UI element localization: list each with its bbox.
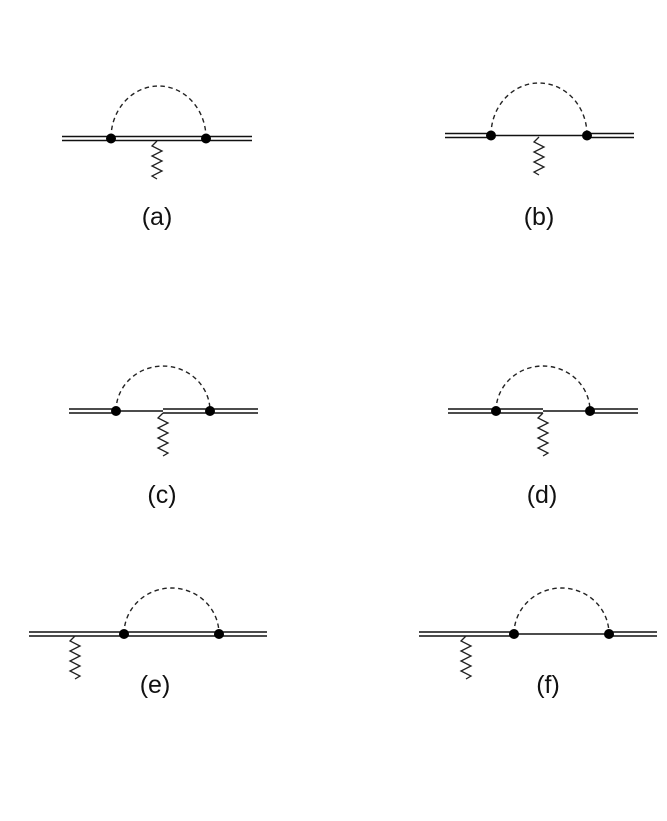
phonon-arc — [490, 82, 588, 136]
vertex-dot — [491, 406, 501, 416]
photon-wavy-line — [156, 412, 170, 457]
vertex-dot — [205, 406, 215, 416]
vertex-dot — [111, 406, 121, 416]
photon-wavy-line — [532, 136, 546, 176]
diagram-c: (c) — [69, 365, 258, 509]
vertex-dot — [604, 629, 614, 639]
vertex-dot — [106, 133, 116, 144]
diagram-label: (b) — [524, 203, 555, 231]
diagram-label: (e) — [140, 671, 171, 699]
phonon-arc — [495, 365, 591, 412]
diagram-b: (b) — [445, 82, 634, 231]
vertex-dot — [201, 133, 211, 144]
phonon-arc — [110, 85, 207, 139]
vertex-dot — [119, 629, 129, 639]
vertex-dot — [509, 629, 519, 639]
photon-wavy-line — [536, 412, 550, 457]
diagram-label: (c) — [147, 481, 176, 509]
diagram-e: (e) — [29, 587, 267, 699]
diagram-d: (d) — [448, 365, 638, 509]
diagram-label: (f) — [536, 671, 560, 699]
vertex-dot — [582, 130, 592, 141]
vertex-dot — [214, 629, 224, 639]
vertex-dot — [585, 406, 595, 416]
diagram-label: (d) — [527, 481, 558, 509]
photon-wavy-line — [150, 140, 164, 180]
photon-wavy-line — [459, 635, 473, 680]
diagram-label: (a) — [142, 203, 173, 231]
phonon-arc — [513, 587, 610, 635]
photon-wavy-line — [68, 635, 82, 680]
phonon-arc — [115, 365, 211, 412]
vertex-dot — [486, 130, 496, 141]
diagram-a: (a) — [62, 85, 252, 231]
phonon-arc — [123, 587, 220, 635]
diagram-f: (f) — [419, 587, 657, 699]
